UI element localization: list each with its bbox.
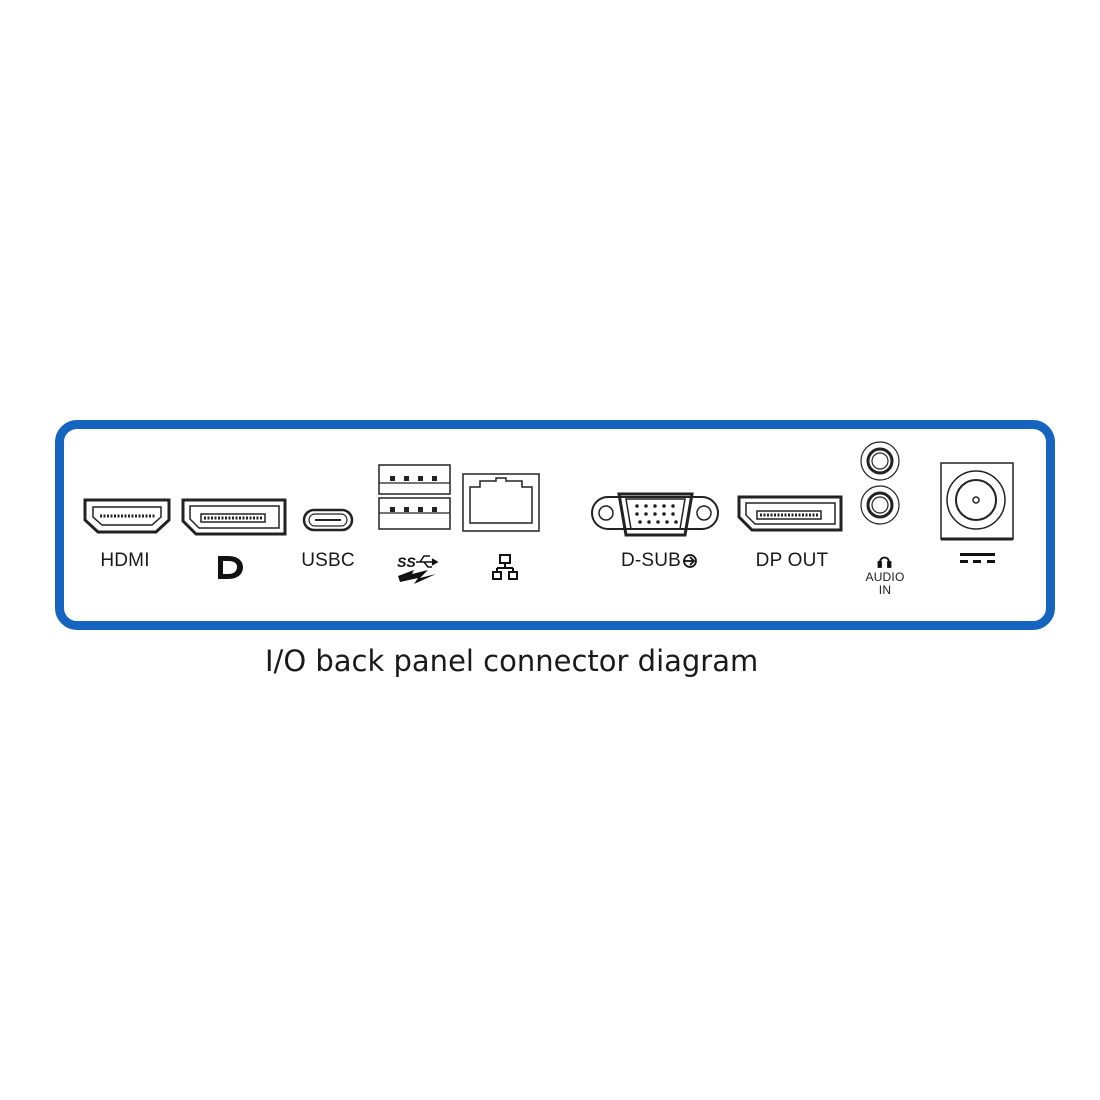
svg-text:SS: SS	[397, 554, 416, 570]
dsub-label: D-SUB	[620, 550, 682, 571]
displayport-logo-icon	[218, 556, 243, 579]
usbc-label: USBC	[301, 550, 355, 571]
dc-power-icon	[960, 553, 995, 563]
audio-in-label: AUDIO IN	[865, 570, 905, 597]
usb-superspeed-charging-icon: SS	[397, 554, 439, 584]
audio-jack-icon	[860, 441, 900, 525]
network-icon	[492, 554, 518, 580]
displayport-out-port-icon	[737, 495, 843, 532]
displayport-port-icon	[181, 498, 287, 536]
input-arrow-icon	[683, 554, 697, 568]
usb-c-port-icon	[302, 508, 354, 532]
diagram-caption: I/O back panel connector diagram	[265, 644, 759, 678]
vga-pins	[635, 504, 678, 524]
usb-a-port-icon	[378, 464, 451, 530]
lan-port-icon	[462, 473, 540, 532]
back-panel-frame	[55, 420, 1055, 630]
vga-port-icon	[591, 492, 719, 537]
hdmi-label: HDMI	[100, 550, 150, 571]
dp-out-label: DP OUT	[755, 550, 829, 571]
dc-power-inlet-icon	[940, 462, 1014, 541]
headphone-icon	[877, 556, 892, 568]
hdmi-port-icon	[83, 498, 171, 534]
